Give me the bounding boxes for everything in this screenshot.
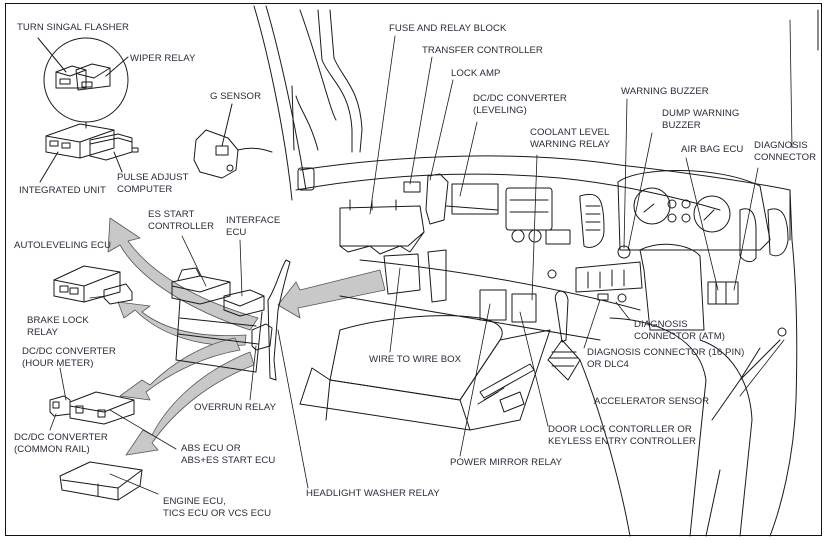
label-integrated-unit: INTEGRATED UNIT <box>19 185 106 196</box>
label-engine-ecu: ENGINE ECU,TICS ECU OR VCS ECU <box>163 496 272 519</box>
dashboard-drawing <box>295 155 791 341</box>
center-console-drawing <box>299 289 707 537</box>
label-turn-signal-flasher: TURN SINGAL FLASHER <box>17 22 130 33</box>
leader-lines <box>49 19 793 495</box>
g-sensor-drawing <box>193 103 273 179</box>
label-dcdc-converter-hour-meter: DC/DC CONVERTER(HOUR METER) <box>22 346 116 369</box>
relay-inset <box>37 37 129 129</box>
pillar-lines <box>253 5 363 201</box>
diagram-frame <box>5 3 822 536</box>
label-headlight-washer-relay: HEADLIGHT WASHER RELAY <box>306 488 440 499</box>
label-air-bag-ecu: AIR BAG ECU <box>681 144 744 155</box>
label-warning-buzzer: WARNING BUZZER <box>621 86 709 97</box>
label-wiper-relay: WIPER RELAY <box>130 53 196 64</box>
left-module-cluster <box>49 259 291 501</box>
label-transfer-controller: TRANSFER CONTROLLER <box>422 45 543 56</box>
label-accelerator-sensor: ACCELERATOR SENSOR <box>594 396 710 407</box>
label-lock-amp: LOCK AMP <box>451 68 501 79</box>
label-dcdc-converter-leveling: DC/DC CONVERTER(LEVELING) <box>473 93 567 116</box>
instrument-cluster-drawing <box>575 169 789 331</box>
label-wire-to-wire-box: WIRE TO WIRE BOX <box>369 354 462 365</box>
label-power-mirror-relay: POWER MIRROR RELAY <box>450 457 563 468</box>
right-door-drawing <box>699 9 819 537</box>
routing-arrows <box>107 217 386 456</box>
arrow-to-right-panel <box>277 269 386 319</box>
arrow-to-autoleveling <box>107 217 259 331</box>
label-dcdc-converter-common-rail: DC/DC CONVERTER(COMMON RAIL) <box>14 432 108 455</box>
arrow-to-engine-ecu <box>125 351 255 456</box>
label-overrun-relay: OVERRUN RELAY <box>194 402 277 413</box>
label-diagnosis-connector-16-pin: DIAGNOSIS CONNECTOR (16 PIN)OR DLC4 <box>587 347 745 370</box>
label-autoleveling-ecu: AUTOLEVELING ECU <box>14 240 112 251</box>
label-g-sensor: G SENSOR <box>210 91 262 102</box>
arrow-to-abs <box>119 337 241 401</box>
integrated-unit-drawing <box>39 123 139 183</box>
label-fuse-and-relay-block: FUSE AND RELAY BLOCK <box>389 23 507 34</box>
